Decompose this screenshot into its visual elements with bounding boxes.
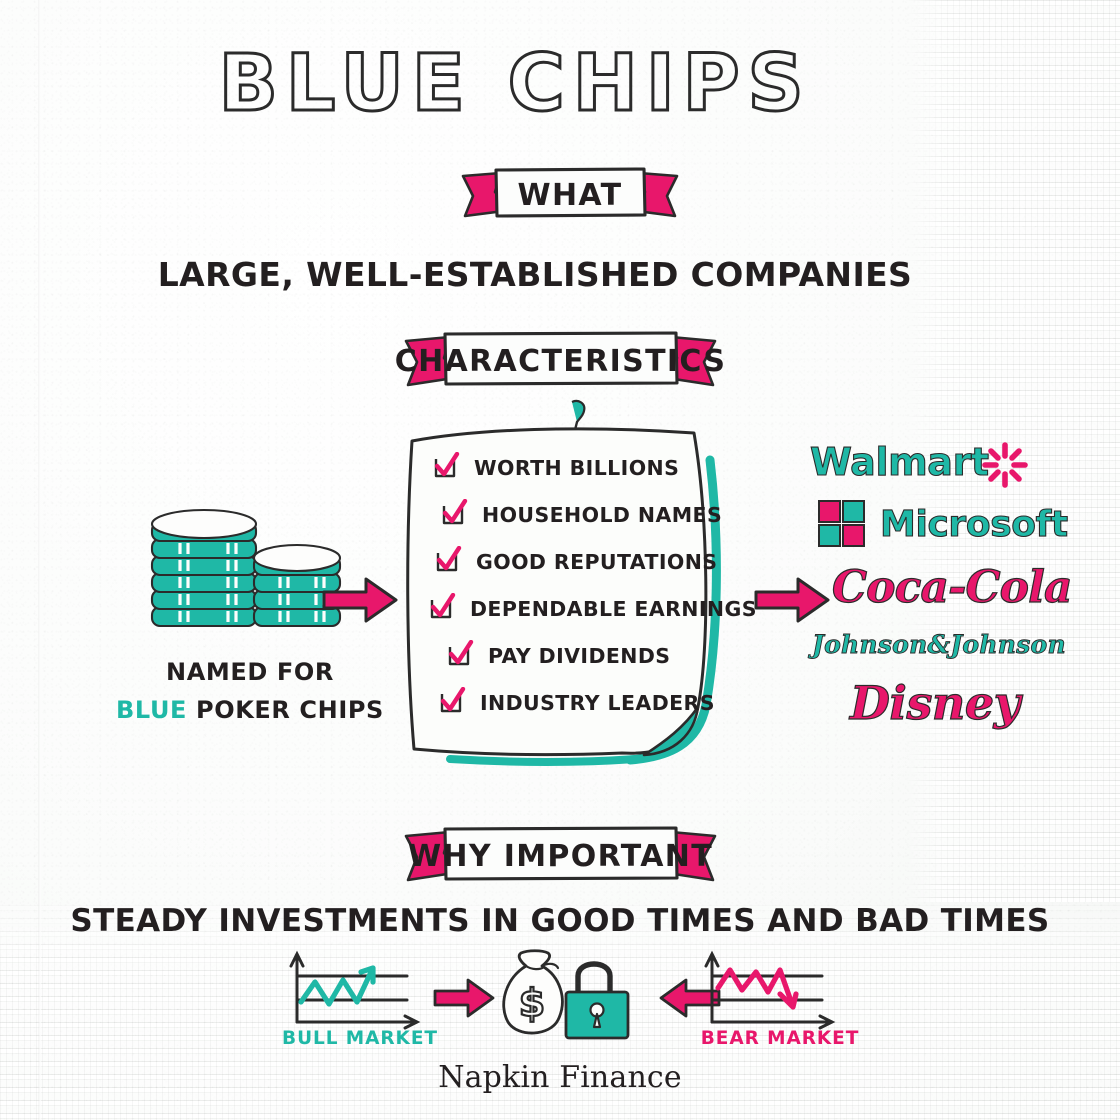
coca-cola-wordmark: Coca-Cola xyxy=(831,561,1072,613)
example-logo-cocacola: Coca-Cola xyxy=(831,561,1072,613)
dollar-sign: $ xyxy=(519,981,545,1025)
checkbox-checked-icon[interactable] xyxy=(434,545,462,578)
disney-wordmark: Disney xyxy=(849,675,1020,730)
microsoft-squares-icon xyxy=(818,500,865,547)
chips-caption-rest: POKER CHIPS xyxy=(196,696,384,724)
banner-why-important-label: WHY IMPORTANT xyxy=(407,838,714,874)
checkbox-checked-icon[interactable] xyxy=(432,451,460,484)
checkbox-checked-icon[interactable] xyxy=(438,686,466,719)
bear-market-label: BEAR MARKET xyxy=(700,1028,860,1049)
why-important-statement: STEADY INVESTMENTS IN GOOD TIMES AND BAD… xyxy=(70,903,1050,939)
banner-characteristics-label: CHARACTERISTICS xyxy=(394,343,727,379)
banner-why-important: WHY IMPORTANT xyxy=(398,820,723,892)
arrow-right-icon xyxy=(322,577,398,623)
napkin-fold-crease xyxy=(38,0,41,1120)
arrow-right-icon xyxy=(433,978,495,1018)
checkbox-checked-icon[interactable] xyxy=(428,592,456,625)
checklist-item-label: GOOD REPUTATIONS xyxy=(476,549,718,574)
microsoft-wordmark: Microsoft xyxy=(879,503,1068,545)
example-logo-johnson: Johnson&Johnson xyxy=(812,630,1067,660)
checklist-item[interactable]: INDUSTRY LEADERS xyxy=(438,679,722,726)
johnson-and-johnson-wordmark: Johnson&Johnson xyxy=(812,630,1067,660)
money-bag-and-lock-icon: $ xyxy=(502,949,630,1040)
bull-market-chart-icon xyxy=(289,950,421,1030)
footer-brand: Napkin Finance xyxy=(438,1060,682,1095)
checklist-item[interactable]: PAY DIVIDENDS xyxy=(446,632,722,679)
checklist-paper xyxy=(406,427,721,766)
chips-caption-blue-word: BLUE xyxy=(116,696,188,724)
chips-caption-line2: BLUE POKER CHIPS xyxy=(110,696,390,724)
poker-chips-icon xyxy=(150,508,342,628)
walmart-wordmark: Walmart xyxy=(809,439,989,484)
walmart-spark-icon xyxy=(982,442,1028,488)
banner-characteristics: CHARACTERISTICS xyxy=(395,325,725,397)
page-title: BLUE CHIPS BLUE CHIPS xyxy=(0,42,1030,136)
characteristics-checklist: WORTH BILLIONS HOUSEHOLD NAMES GOOD REPU… xyxy=(430,444,756,726)
example-logo-disney: Disney xyxy=(849,675,1020,730)
example-logo-walmart: Walmart xyxy=(809,439,1028,488)
chips-caption-line1: NAMED FOR xyxy=(166,658,334,686)
page-title-text: BLUE CHIPS BLUE CHIPS xyxy=(217,42,811,136)
checklist-item[interactable]: HOUSEHOLD NAMES xyxy=(440,491,722,538)
checklist-item-label: INDUSTRY LEADERS xyxy=(480,690,715,715)
checklist-item-label: DEPENDABLE EARNINGS xyxy=(470,596,757,621)
bull-market-label: BULL MARKET xyxy=(282,1028,438,1049)
bear-market-chart-icon xyxy=(704,950,836,1030)
banner-what-label: WHAT xyxy=(517,177,623,213)
example-logo-microsoft: Microsoft xyxy=(816,498,1069,550)
what-statement: LARGE, WELL-ESTABLISHED COMPANIES xyxy=(157,255,913,294)
checkbox-checked-icon[interactable] xyxy=(440,498,468,531)
banner-what: WHAT xyxy=(455,160,685,230)
checklist-item[interactable]: WORTH BILLIONS xyxy=(432,444,722,491)
page-title-outline: BLUE CHIPS xyxy=(217,39,812,129)
checklist-item[interactable]: DEPENDABLE EARNINGS xyxy=(428,585,756,632)
checklist-item-label: PAY DIVIDENDS xyxy=(488,643,671,668)
checkbox-checked-icon[interactable] xyxy=(446,639,474,672)
checklist-item-label: WORTH BILLIONS xyxy=(474,455,680,480)
checklist-item[interactable]: GOOD REPUTATIONS xyxy=(434,538,722,585)
arrow-right-icon xyxy=(754,577,830,623)
checklist-item-label: HOUSEHOLD NAMES xyxy=(482,502,723,527)
